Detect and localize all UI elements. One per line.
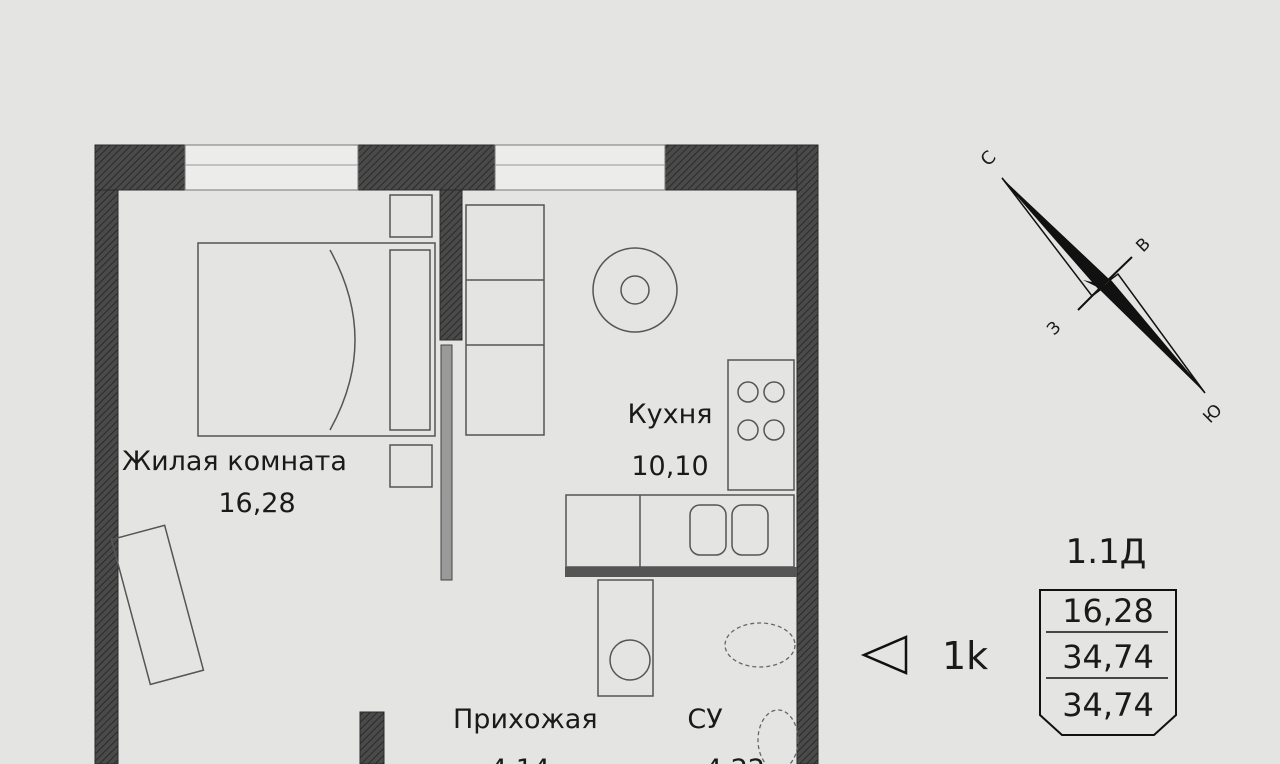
armchair [110,524,205,686]
room-area-living: 16,28 [218,488,295,519]
left-wall [94,144,119,764]
window [184,144,359,191]
room-area-bathroom: 4,22 [705,754,765,764]
compass-needle-north [1002,178,1110,290]
partition-thin [440,344,453,581]
stove [727,359,795,491]
room-area-hallway: 4,14 [490,754,550,764]
right-wall [796,144,819,764]
wardrobe [465,204,545,436]
sink [689,504,727,556]
living-area-value: 16,28 [1062,592,1154,630]
total-area-with-balcony-value: 34,74 [1062,686,1154,724]
room-name-bathroom: СУ [687,704,722,735]
windows [184,144,666,191]
compass-west-label: З [1043,318,1065,340]
window [494,144,666,191]
compass-south-label: Ю [1199,400,1226,427]
room-name-kitchen: Кухня [627,399,712,430]
entrance-arrow-icon [860,635,908,675]
room-name-hallway: Прихожая [453,704,598,735]
entrance-label: 1k [942,634,988,678]
compass-east-label: В [1132,234,1154,256]
apartment-code: 1.1Д [1066,532,1147,572]
washbasin [757,709,799,764]
compass-needle-south [1100,280,1205,393]
dining-table [592,247,678,333]
room-area-kitchen: 10,10 [631,451,708,482]
total-area-value: 34,74 [1062,638,1154,676]
compass-rose: С В З Ю [977,147,1227,428]
top-wall-left [94,144,186,191]
furniture [110,194,799,764]
toilet [724,622,796,668]
bathroom-wall [565,567,797,577]
bed [197,242,436,437]
kitchen-counter [565,494,795,568]
area-badge [1039,589,1177,736]
hall-wall [359,711,385,764]
washing-machine [597,579,654,697]
partition-wall [439,189,463,341]
walls [94,144,819,764]
top-wall-right [664,144,819,191]
compass-north-label: С [977,147,1001,171]
room-name-living: Жилая комната [122,446,347,477]
top-wall-middle [357,144,496,191]
